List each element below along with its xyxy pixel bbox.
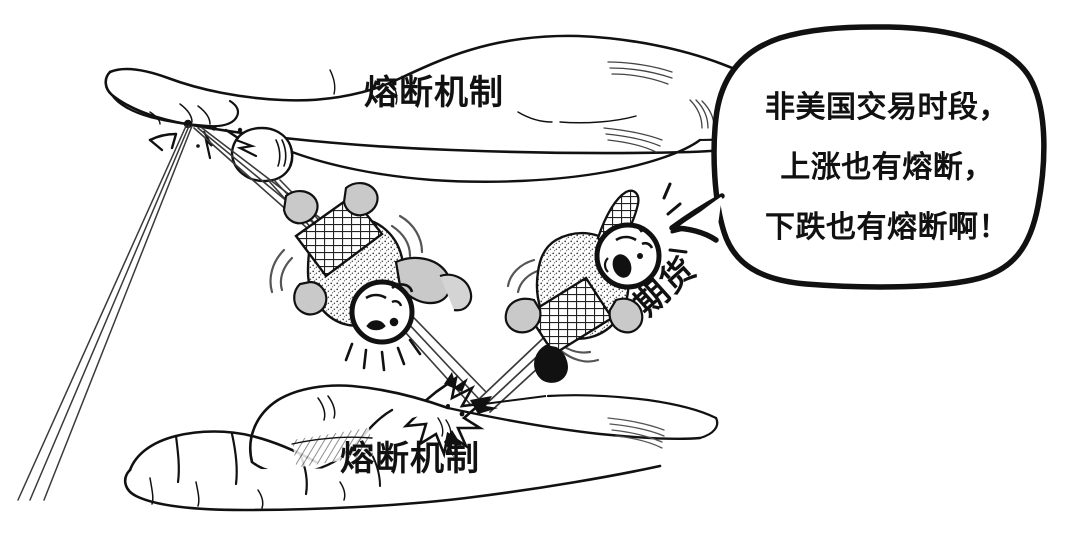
lower-hand (123, 384, 719, 512)
caption-bottom-circuit-breaker: 熔断机制 (340, 439, 480, 479)
puppet-left-upside-down (269, 182, 473, 372)
speech-bubble-line-2: 上涨也有熔断， (780, 150, 994, 185)
caption-top-circuit-breaker: 熔断机制 (364, 73, 504, 113)
speech-bubble-line-3: 下跌也有熔断啊！ (765, 210, 1009, 245)
speech-bubble-line-1: 非美国交易时段， (765, 90, 1009, 125)
speech-bubble-text: 非美国交易时段， 上涨也有熔断， 下跌也有熔断啊！ (742, 78, 1032, 258)
string-origin-burst (148, 119, 258, 160)
speech-bubble (669, 24, 1047, 290)
puppet-right-shouting (504, 182, 690, 383)
